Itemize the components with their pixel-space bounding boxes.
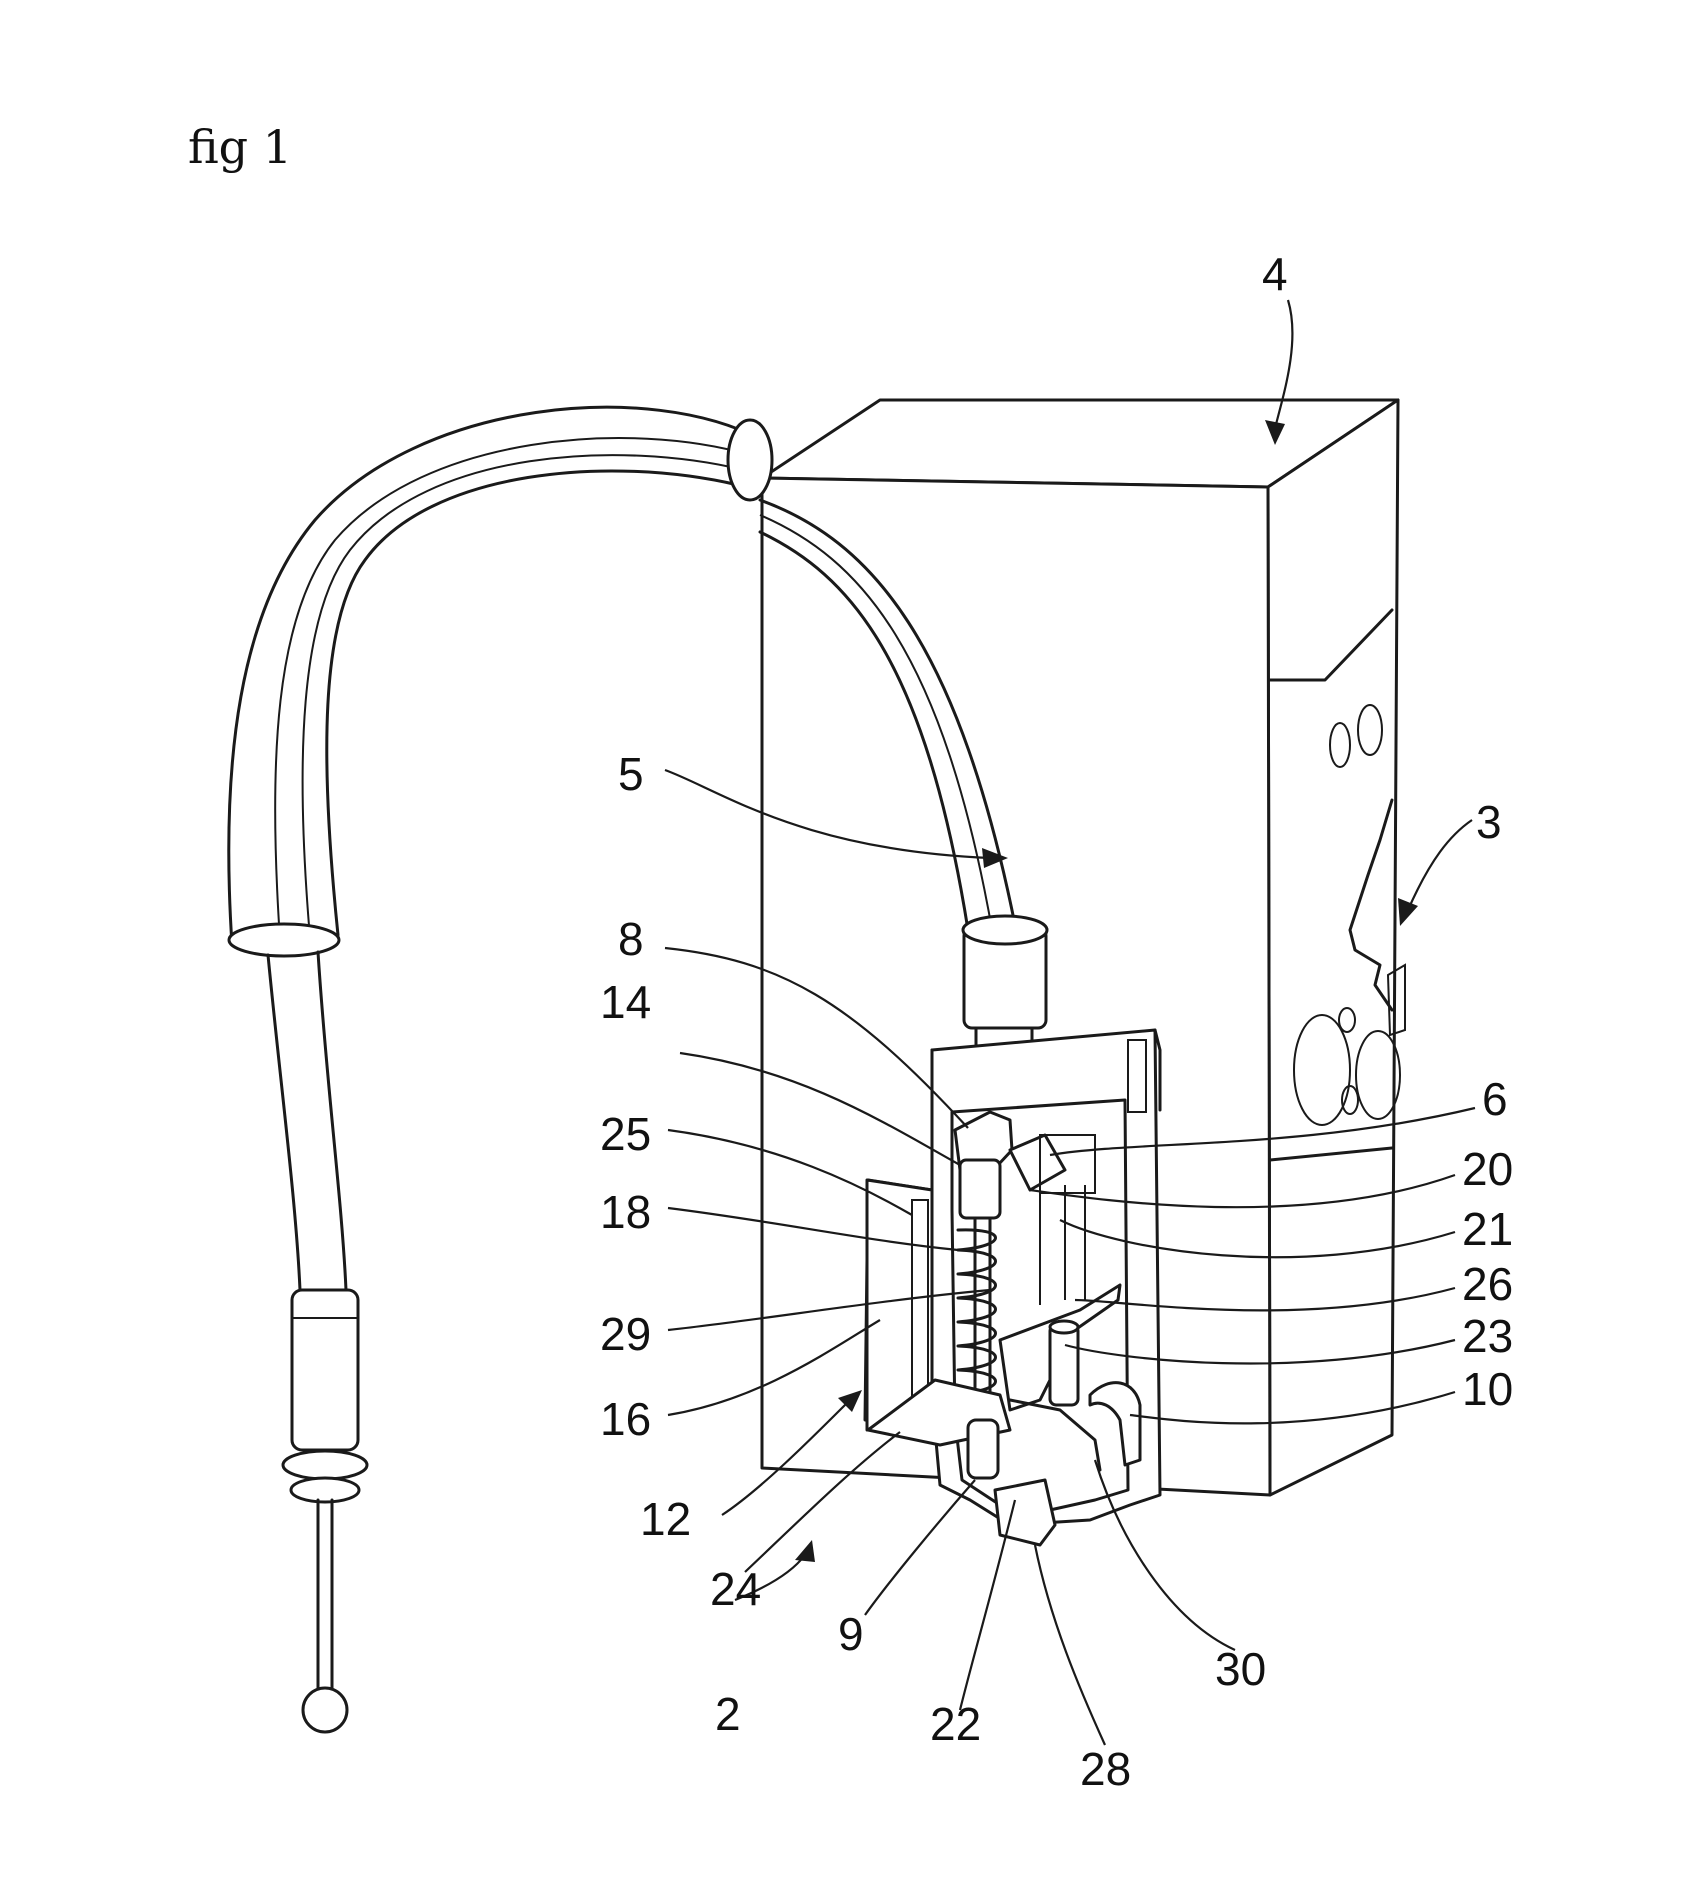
- cable-conduit: [227, 405, 1049, 1734]
- arrow-4: [1265, 299, 1294, 445]
- label-26: 26: [1462, 1258, 1513, 1310]
- label-9: 9: [838, 1608, 864, 1660]
- reference-numerals: 4 3 5 8 14 25 18 29 16 12 24 2 9 22 28 3…: [600, 248, 1513, 1795]
- label-8: 8: [618, 913, 644, 965]
- label-28: 28: [1080, 1743, 1131, 1795]
- label-22: 22: [930, 1698, 981, 1750]
- label-2: 2: [715, 1688, 741, 1740]
- label-16: 16: [600, 1393, 651, 1445]
- label-24: 24: [710, 1563, 761, 1615]
- label-25: 25: [600, 1108, 651, 1160]
- label-29: 29: [600, 1308, 651, 1360]
- label-4: 4: [1262, 248, 1288, 300]
- label-6: 6: [1482, 1073, 1508, 1125]
- arrow-3: [1398, 819, 1473, 926]
- label-23: 23: [1462, 1310, 1513, 1362]
- arrow-2: [734, 1540, 815, 1602]
- leader-lines: [664, 946, 1476, 1746]
- arrow-5: [664, 768, 1008, 868]
- label-14: 14: [600, 976, 651, 1028]
- label-12: 12: [640, 1493, 691, 1545]
- label-20: 20: [1462, 1143, 1513, 1195]
- label-10: 10: [1462, 1363, 1513, 1415]
- label-3: 3: [1476, 796, 1502, 848]
- label-30: 30: [1215, 1643, 1266, 1695]
- label-21: 21: [1462, 1203, 1513, 1255]
- label-18: 18: [600, 1186, 651, 1238]
- figure-title: fig 1: [188, 120, 293, 174]
- arrow-12: [721, 1390, 862, 1516]
- label-5: 5: [618, 748, 644, 800]
